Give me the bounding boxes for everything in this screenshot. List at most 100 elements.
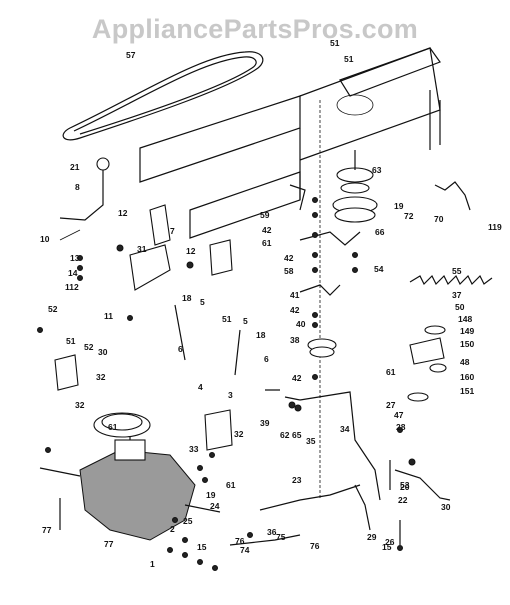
callout-42: 42 xyxy=(284,253,294,263)
callout-24: 24 xyxy=(210,501,220,511)
callout-6: 6 xyxy=(178,344,183,354)
callout-51: 51 xyxy=(344,54,354,64)
callout-72: 72 xyxy=(404,211,414,221)
callout-151: 151 xyxy=(460,386,474,396)
callout-42: 42 xyxy=(292,373,302,383)
transmission-pulley xyxy=(93,412,151,438)
idler-pulley xyxy=(307,338,337,358)
callout-51: 51 xyxy=(330,38,340,48)
callout-15: 15 xyxy=(382,542,392,552)
callout-39: 39 xyxy=(260,418,270,428)
callout-53: 53 xyxy=(400,480,410,490)
callout-5: 5 xyxy=(243,316,248,326)
callout-76: 76 xyxy=(310,541,320,551)
callout-112: 112 xyxy=(65,282,79,292)
callout-6: 6 xyxy=(264,354,269,364)
callout-54: 54 xyxy=(374,264,384,274)
callout-8: 8 xyxy=(75,182,80,192)
callout-42: 42 xyxy=(262,225,272,235)
spring xyxy=(409,274,493,286)
callout-149: 149 xyxy=(460,326,474,336)
callout-32: 32 xyxy=(234,429,244,439)
callout-31: 31 xyxy=(137,244,147,254)
callout-32: 32 xyxy=(75,400,85,410)
callout-42: 42 xyxy=(290,305,300,315)
callout-66: 66 xyxy=(375,227,385,237)
callout-77: 77 xyxy=(104,539,114,549)
callout-40: 40 xyxy=(296,319,306,329)
fasteners xyxy=(37,197,416,571)
brackets xyxy=(54,204,447,451)
callout-27: 27 xyxy=(0,0,10,2)
callout-59: 59 xyxy=(260,210,270,220)
callout-3: 3 xyxy=(228,390,233,400)
callout-32: 32 xyxy=(96,372,106,382)
callout-33: 33 xyxy=(189,444,199,454)
callout-25: 25 xyxy=(183,516,193,526)
callout-160: 160 xyxy=(460,372,474,382)
callout-4: 4 xyxy=(198,382,203,392)
callout-38: 38 xyxy=(290,335,300,345)
callout-11: 11 xyxy=(104,311,113,321)
callout-70: 70 xyxy=(434,214,444,224)
callout-14: 14 xyxy=(68,268,78,278)
callout-29: 29 xyxy=(367,532,377,542)
callout-48: 48 xyxy=(460,357,470,367)
callout-150: 150 xyxy=(460,339,474,349)
callout-23: 23 xyxy=(292,475,302,485)
callout-28: 28 xyxy=(396,422,406,432)
linkages xyxy=(59,181,471,546)
callout-119: 119 xyxy=(488,222,502,232)
callout-21: 21 xyxy=(70,162,80,172)
callout-34: 34 xyxy=(340,424,350,434)
callout-62: 62 xyxy=(280,430,290,440)
drive-belt xyxy=(62,51,264,141)
callout-22: 22 xyxy=(398,495,408,505)
callout-61: 61 xyxy=(386,367,396,377)
callout-47: 47 xyxy=(394,410,404,420)
callout-50: 50 xyxy=(455,302,465,312)
shift-lever xyxy=(59,157,110,241)
callout-61: 61 xyxy=(226,480,236,490)
callout-77: 77 xyxy=(42,525,52,535)
callout-7: 7 xyxy=(170,226,175,236)
callout-61: 61 xyxy=(108,422,118,432)
callout-18: 18 xyxy=(182,293,192,303)
callout-12: 12 xyxy=(186,246,196,256)
callout-12: 12 xyxy=(118,208,128,218)
watermark: AppliancePartsPros.com xyxy=(91,14,419,44)
callout-20: 20 xyxy=(400,482,410,492)
callout-148: 148 xyxy=(458,314,472,324)
callout-1: 1 xyxy=(150,559,155,569)
callout-52: 52 xyxy=(48,304,58,314)
callout-2: 2 xyxy=(170,524,175,534)
callout-65: 65 xyxy=(292,430,302,440)
callout-19: 19 xyxy=(394,201,404,211)
callout-19: 19 xyxy=(206,490,216,500)
callout-74: 74 xyxy=(240,545,250,555)
callout-76: 76 xyxy=(235,536,245,546)
callout-10: 10 xyxy=(40,234,50,244)
callout-51: 51 xyxy=(66,336,76,346)
callout-5: 5 xyxy=(200,297,205,307)
callout-57: 57 xyxy=(126,50,136,60)
callout-58: 58 xyxy=(284,266,294,276)
callout-63: 63 xyxy=(372,165,382,175)
engine-pulley xyxy=(332,150,378,223)
callout-52: 52 xyxy=(84,342,94,352)
callout-13: 13 xyxy=(70,253,80,263)
frame xyxy=(139,47,441,500)
callout-15: 15 xyxy=(197,542,207,552)
callout-41: 41 xyxy=(290,290,300,300)
callout-18: 18 xyxy=(256,330,266,340)
callout-55: 55 xyxy=(452,266,462,276)
callout-75: 75 xyxy=(276,532,286,542)
callout-26: 26 xyxy=(385,537,395,547)
callout-36: 36 xyxy=(267,527,277,537)
callout-35: 35 xyxy=(306,436,316,446)
callout-30: 30 xyxy=(441,502,451,512)
callout-51: 51 xyxy=(222,314,232,324)
